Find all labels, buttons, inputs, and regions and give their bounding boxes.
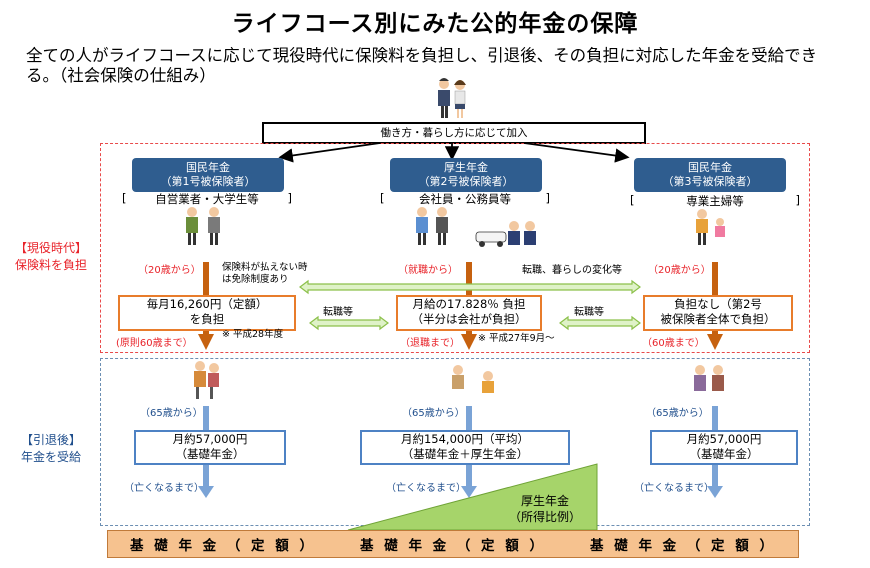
note-1: ※ 平成28年度 xyxy=(222,329,284,340)
recv-start-3: （65歳から） xyxy=(646,408,709,419)
payment-line-1: 負担なし（第2号 xyxy=(674,297,762,311)
header-title: 厚生年金 xyxy=(444,161,488,174)
pension-line-1: 月約154,000円（平均） xyxy=(400,432,530,446)
header-kosei: 厚生年金 （第2号被保険者） xyxy=(390,158,542,192)
bracket-right: ] xyxy=(287,191,293,205)
start-3: （20歳から） xyxy=(648,265,711,276)
pension-line-2: （基礎年金） xyxy=(175,447,245,461)
recv-start-2: （65歳から） xyxy=(402,408,465,419)
who-text: 専業主婦等 xyxy=(686,194,744,208)
header-sub: （第1号被保険者） xyxy=(160,175,256,188)
retired-label-1: 【引退後】 xyxy=(20,433,81,447)
elderly-figures xyxy=(194,361,724,399)
payment-line-2: 被保険者全体で負担） xyxy=(660,312,776,326)
recv-start-1: （65歳から） xyxy=(140,408,203,419)
bracket-right: ] xyxy=(545,191,551,205)
header-title: 国民年金 xyxy=(186,161,230,174)
change-label: 転職、暮らしの変化等 xyxy=(522,265,622,276)
recv-end-1: （亡くなるまで） xyxy=(124,483,204,494)
page-title: ライフコース別にみた公的年金の保障 xyxy=(231,11,639,37)
exempt-line-2: は免除制度あり xyxy=(222,274,289,285)
pension-line-2: （基礎年金） xyxy=(689,447,759,461)
employee-figures xyxy=(416,207,536,247)
kosei-line-2: （所得比例） xyxy=(508,510,581,524)
header-kokumin-1: 国民年金 （第1号被保険者） xyxy=(132,158,284,192)
exempt-line-1: 保険料が払えない時 xyxy=(222,262,308,273)
active-period-label: 【現役時代】 保険料を負担 xyxy=(6,240,96,274)
bracket-right: ] xyxy=(795,193,801,207)
pension-line-1: 月約57,000円 xyxy=(172,432,248,446)
intro-text: 全ての人がライフコースに応じて現役時代に保険料を負担し、引退後、その負担に対応し… xyxy=(26,46,818,85)
recv-end-3: （亡くなるまで） xyxy=(634,483,714,494)
start-2: （就職から） xyxy=(398,265,458,276)
header-title: 国民年金 xyxy=(688,161,732,174)
bracket-left: [ xyxy=(630,193,635,207)
bracket-left: [ xyxy=(380,191,385,205)
homemaker-figures xyxy=(696,209,725,245)
who-text: 自営業者・大学生等 xyxy=(155,192,259,206)
end-2: （退職まで） xyxy=(400,338,460,349)
header-sub: （第2号被保険者） xyxy=(418,175,514,188)
pension-box-3: 月約57,000円 （基礎年金） xyxy=(650,430,798,465)
kosei-label: 厚生年金 （所得比例） xyxy=(500,493,590,525)
recv-end-2: （亡くなるまで） xyxy=(386,483,466,494)
transfer-label-2: 転職等 xyxy=(574,307,604,318)
pension-box-2: 月約154,000円（平均） （基礎年金＋厚生年金） xyxy=(360,430,570,465)
exempt-note: 保険料が払えない時 は免除制度あり xyxy=(222,262,308,286)
base-label-3: 基 礎 年 金 （ 定 額 ） xyxy=(590,538,776,554)
who-2: [ 会社員・公務員等 ] xyxy=(380,191,550,207)
note-2: ※ 平成27年9月～ xyxy=(478,333,555,344)
pension-line-1: 月約57,000円 xyxy=(686,432,762,446)
payment-box-2: 月給の17.828％ 負担 （半分は会社が負担） xyxy=(396,295,542,331)
payment-box-1: 毎月16,260円（定額） を負担 xyxy=(118,295,296,331)
payment-line-1: 月給の17.828％ 負担 xyxy=(412,297,526,311)
payment-line-2: （半分は会社が負担） xyxy=(411,312,527,326)
payment-line-2: を負担 xyxy=(189,312,225,326)
end-1: (原則60歳まで） xyxy=(116,338,193,349)
people-icon xyxy=(438,78,466,118)
header-sub: （第3号被保険者） xyxy=(662,175,758,188)
retired-period-label: 【引退後】 年金を受給 xyxy=(6,432,96,466)
active-label-2: 保険料を負担 xyxy=(14,258,87,272)
active-label-1: 【現役時代】 xyxy=(14,241,87,255)
end-3: （60歳まで） xyxy=(642,338,705,349)
base-label-1: 基 礎 年 金 （ 定 額 ） xyxy=(130,538,316,554)
who-text: 会社員・公務員等 xyxy=(419,192,511,206)
payment-line-1: 毎月16,260円（定額） xyxy=(146,297,268,311)
pension-line-2: （基礎年金＋厚生年金） xyxy=(401,447,529,461)
who-3: [ 専業主婦等 ] xyxy=(630,193,800,209)
self-employed-figures xyxy=(186,207,220,245)
pension-box-1: 月約57,000円 （基礎年金） xyxy=(134,430,286,465)
transfer-label-1: 転職等 xyxy=(323,307,353,318)
base-label-2: 基 礎 年 金 （ 定 額 ） xyxy=(360,538,546,554)
start-1: （20歳から） xyxy=(138,265,201,276)
bracket-left: [ xyxy=(122,191,127,205)
payment-box-3: 負担なし（第2号 被保険者全体で負担） xyxy=(643,295,793,331)
active-period-region xyxy=(100,143,810,353)
header-kokumin-3: 国民年金 （第3号被保険者） xyxy=(634,158,786,192)
basic-pension-bar: 基 礎 年 金 （ 定 額 ） 基 礎 年 金 （ 定 額 ） 基 礎 年 金 … xyxy=(107,530,799,558)
who-1: [ 自営業者・大学生等 ] xyxy=(122,191,292,207)
retired-label-2: 年金を受給 xyxy=(20,450,81,464)
kosei-line-1: 厚生年金 xyxy=(520,494,569,508)
